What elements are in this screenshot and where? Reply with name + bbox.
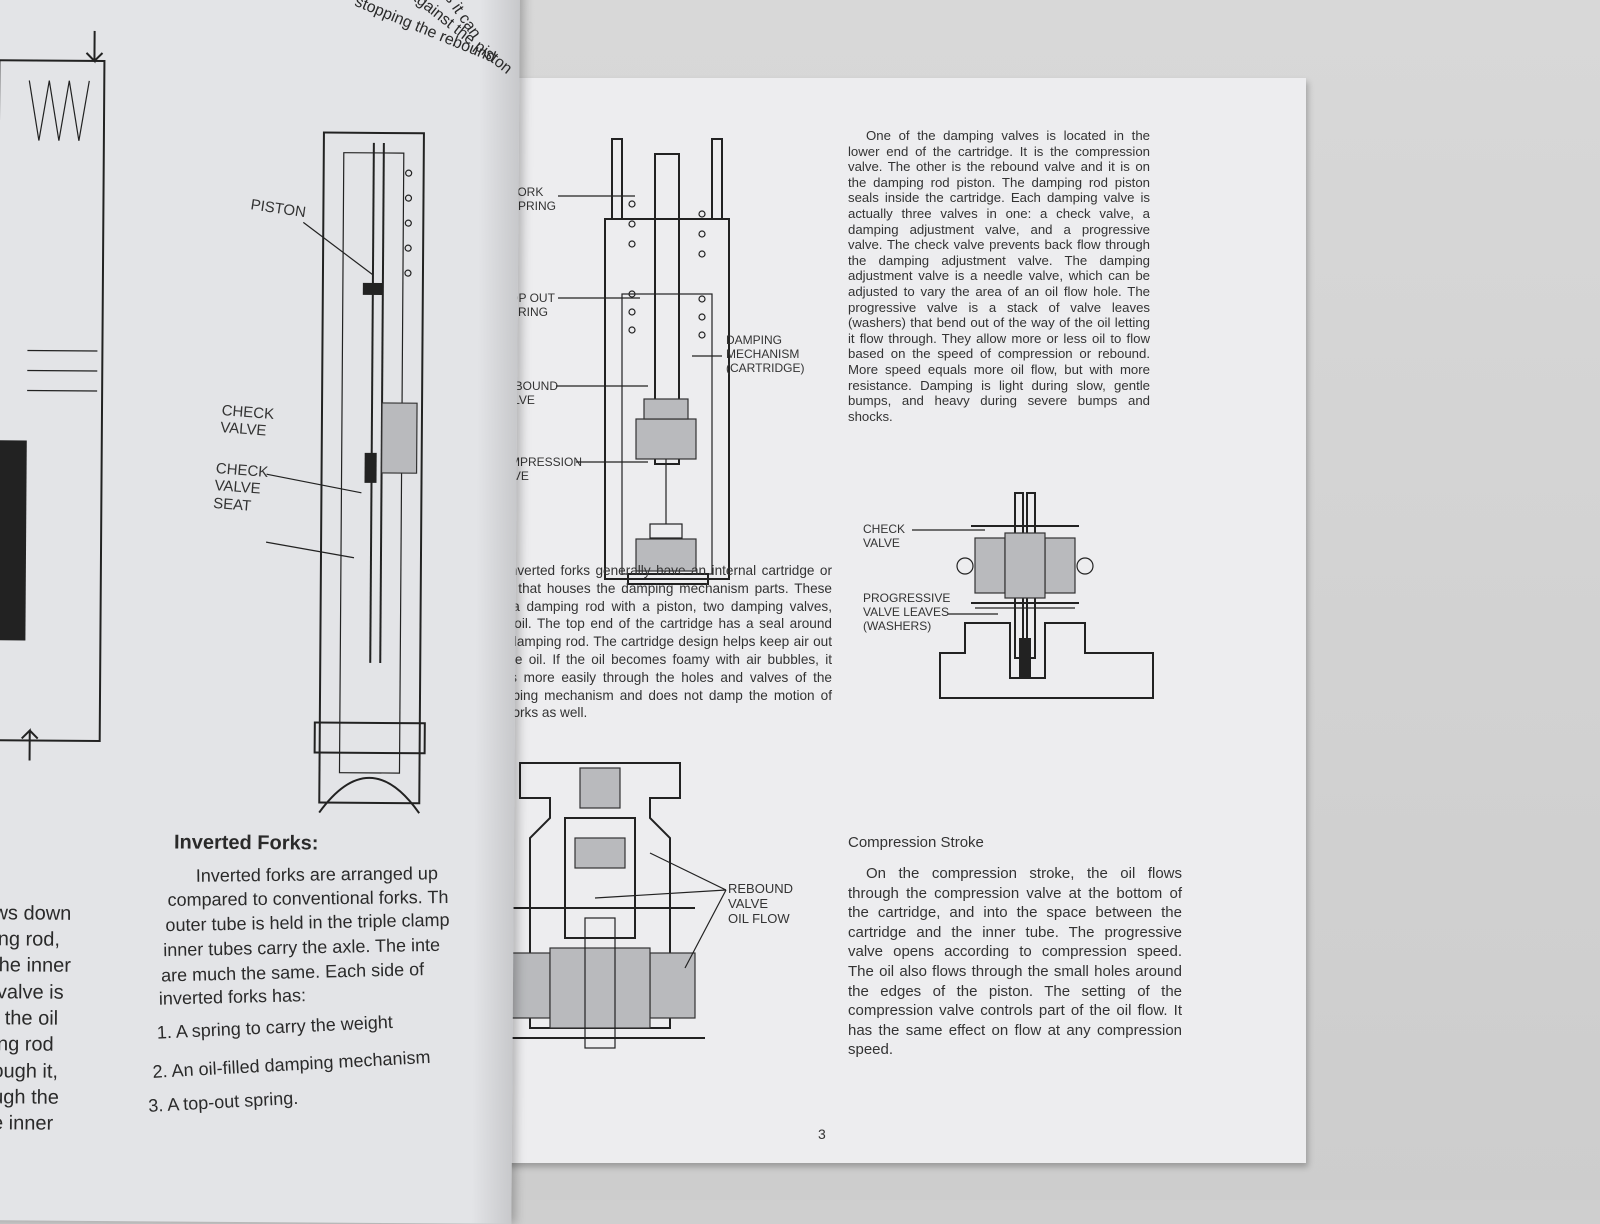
edge-fragment-1: ws down: [0, 902, 72, 925]
left-page: as it can against the piston stopping th…: [0, 0, 520, 1224]
paragraph-damping-valves: One of the damping valves is located in …: [848, 128, 1150, 424]
fork-cutaway-diagram: [0, 30, 426, 814]
label-progressive-valve-leaves: PROGRESSIVE VALVE LEAVES (WASHERS): [863, 591, 951, 633]
label-check-valve: CHECK VALVE: [219, 402, 275, 440]
page-number: 3: [818, 1126, 826, 1142]
rebound-leader-lines: [594, 852, 727, 969]
paragraph-compression-stroke: On the compression stroke, the oil flows…: [848, 865, 1182, 1059]
intro-line-3: outer tube is held in the triple clamp: [165, 909, 450, 936]
section-title-inverted-forks: Inverted Forks:: [173, 831, 319, 855]
cartridge-diagram: [604, 138, 730, 585]
intro-line-1: Inverted forks are arranged up: [195, 863, 438, 886]
edge-fragment-5: the oil: [4, 1007, 59, 1030]
valve-leader-lines: [912, 529, 998, 615]
edge-fragment-9: e inner: [0, 1112, 54, 1135]
list-item-2: 2. An oil-filled damping mechanism: [152, 1046, 431, 1082]
paragraph-inverted-forks: Inverted forks generally have an interna…: [486, 563, 832, 721]
edge-fragment-4: valve is: [0, 981, 64, 1004]
cartridge-leader-lines: [556, 195, 722, 463]
label-check-valve-seat: CHECK VALVE SEAT: [212, 460, 269, 515]
list-item-3: 3. A top-out spring.: [147, 1087, 299, 1116]
label-check-valve-detail: CHECK VALVE: [863, 522, 906, 550]
label-damping-mechanism: DAMPING MECHANISM (CARTRIDGE): [726, 333, 805, 375]
label-rebound-valve-oil-flow: REBOUND VALVE OIL FLOW: [728, 881, 794, 926]
intro-line-4: inner tubes carry the axle. The inte: [163, 934, 441, 961]
right-page: FORK SPRING TOP OUT SPRING DAMPING MECHA…: [430, 78, 1306, 1163]
edge-fragment-7: ough it,: [0, 1060, 59, 1083]
rebound-flow-diagram: [495, 762, 705, 1049]
edge-fragment-3: the inner: [0, 954, 72, 977]
compression-stroke-heading: Compression Stroke: [848, 834, 984, 851]
intro-line-6: inverted forks has:: [158, 985, 307, 1009]
intro-line-2: compared to conventional forks. Th: [167, 886, 449, 910]
valve-detail-diagram: [939, 492, 1154, 699]
list-item-1: 1. A spring to carry the weight: [156, 1011, 394, 1043]
intro-line-5: are much the same. Each side of: [160, 959, 425, 986]
edge-fragment-8: ugh the: [0, 1086, 60, 1109]
edge-fragment-2: ing rod,: [0, 928, 61, 951]
edge-fragment-6: ing rod: [0, 1033, 54, 1056]
